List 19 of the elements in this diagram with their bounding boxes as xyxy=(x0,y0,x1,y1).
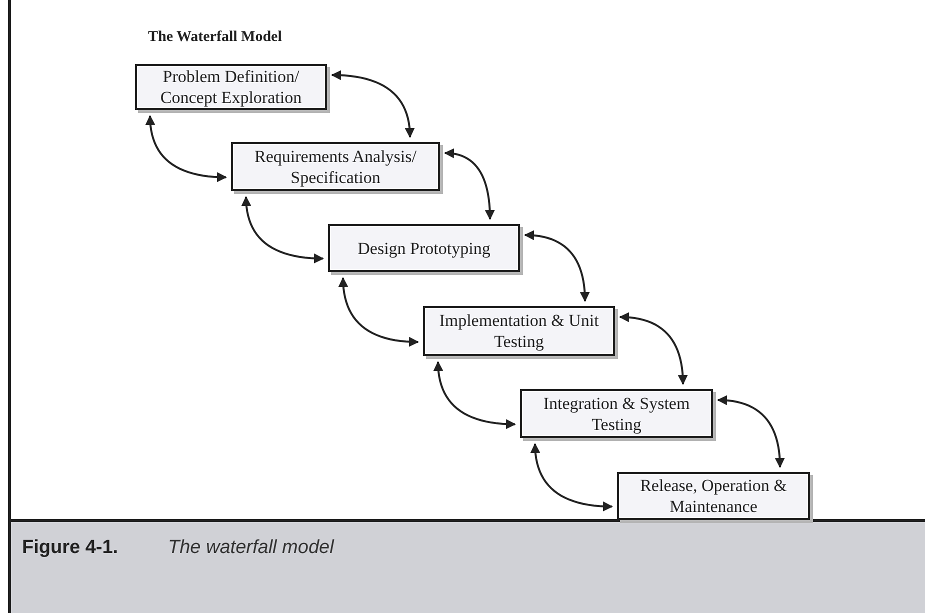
phase-box: Design Prototyping xyxy=(328,224,520,272)
double-arrow xyxy=(717,395,785,468)
figure-number: Figure 4-1. xyxy=(22,537,118,559)
phase-box: Integration & System Testing xyxy=(520,389,713,438)
double-arrow xyxy=(241,196,324,264)
double-arrow xyxy=(530,443,613,512)
double-arrow xyxy=(338,277,419,347)
double-arrow xyxy=(331,70,415,138)
phase-box: Implementation & Unit Testing xyxy=(423,306,615,356)
figure-caption: The waterfall model xyxy=(168,537,334,559)
phase-box: Release, Operation & Maintenance xyxy=(617,472,810,520)
double-arrow xyxy=(619,312,688,385)
double-arrow xyxy=(145,115,227,182)
double-arrow xyxy=(524,230,590,302)
phase-box: Problem Definition/ Concept Exploration xyxy=(135,64,327,110)
double-arrow xyxy=(433,361,516,430)
diagram-title: The Waterfall Model xyxy=(148,29,282,46)
phase-box: Requirements Analysis/ Specification xyxy=(231,142,440,191)
double-arrow xyxy=(444,148,495,220)
